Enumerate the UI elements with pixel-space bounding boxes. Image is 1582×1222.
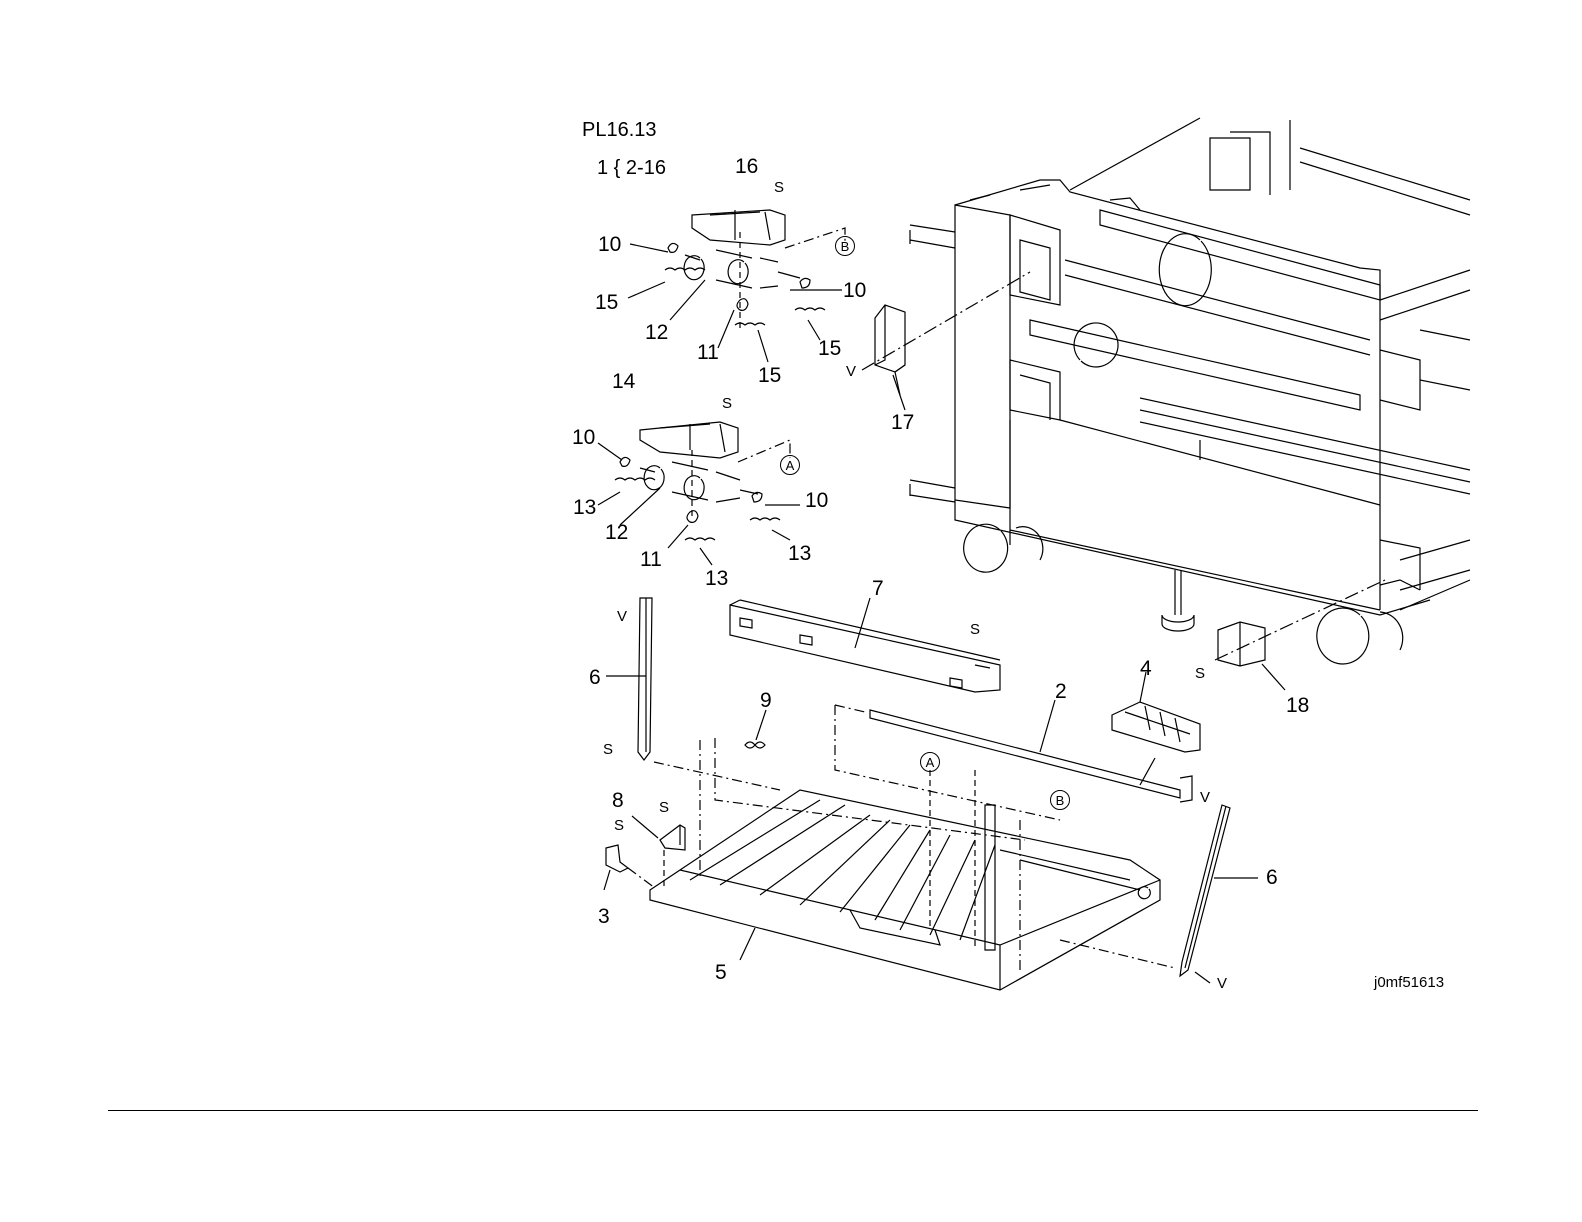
callout-8: 8 <box>612 790 624 811</box>
bracket-18-drawing <box>1215 580 1385 690</box>
assembly-group-label: 1 { 2-16 <box>597 158 666 178</box>
callout-10: 10 <box>572 427 595 448</box>
callout-16: 16 <box>735 156 758 177</box>
callout-13: 13 <box>705 568 728 589</box>
callout-7: 7 <box>872 578 884 599</box>
callout-13: 13 <box>573 497 596 518</box>
callout-2: 2 <box>1055 681 1067 702</box>
callout-15: 15 <box>758 365 781 386</box>
callout-12: 12 <box>605 522 628 543</box>
tray-5-drawing <box>650 770 1175 990</box>
screw-tag: V <box>1217 976 1227 991</box>
callout-9: 9 <box>760 690 772 711</box>
spring-9-drawing <box>700 710 1025 880</box>
callout-5: 5 <box>715 962 727 983</box>
screw-tag-v: S <box>1195 666 1205 681</box>
bracket-17-drawing <box>862 272 1030 410</box>
callout-15: 15 <box>595 292 618 313</box>
screw-tag: S <box>603 742 613 757</box>
callout-6: 6 <box>589 667 601 688</box>
cover-7-drawing <box>730 598 1000 692</box>
reference-mark-b: B <box>1050 790 1070 810</box>
screw-tag: S <box>774 180 784 195</box>
screw-tag-v: V <box>846 364 856 379</box>
screw-tag-v: V <box>617 609 627 624</box>
printer-frame-drawing <box>910 118 1470 664</box>
reference-mark-a: A <box>780 455 800 475</box>
plate-number: PL16.13 <box>582 120 657 140</box>
strap-6-left-drawing <box>606 598 780 790</box>
latch-3-drawing <box>604 845 655 890</box>
strap-6-right-drawing <box>1180 805 1258 983</box>
footer-divider <box>108 1110 1478 1111</box>
callout-10: 10 <box>805 490 828 511</box>
screw-tag: S <box>970 622 980 637</box>
callout-17: 17 <box>891 412 914 433</box>
callout-6: 6 <box>1266 867 1278 888</box>
callout-15: 15 <box>818 338 841 359</box>
roller-assembly-lower-drawing <box>598 422 800 565</box>
callout-4: 4 <box>1140 658 1152 679</box>
screw-tag: S <box>659 800 669 815</box>
callout-3: 3 <box>598 906 610 927</box>
callout-18: 18 <box>1286 695 1309 716</box>
callout-10: 10 <box>598 234 621 255</box>
callout-12: 12 <box>645 322 668 343</box>
screw-tag-v: V <box>1200 790 1210 805</box>
callout-11: 11 <box>640 549 662 570</box>
reference-mark-b: B <box>835 236 855 256</box>
guide-4-drawing <box>1112 672 1200 752</box>
callout-10: 10 <box>843 280 866 301</box>
callout-13: 13 <box>788 543 811 564</box>
callout-11: 11 <box>697 342 719 363</box>
shaft-2-drawing <box>835 700 1192 820</box>
callout-14: 14 <box>612 371 635 392</box>
screw-tag: S <box>614 818 624 833</box>
screw-tag: S <box>722 396 732 411</box>
image-code: j0mf51613 <box>1374 975 1444 990</box>
reference-mark-a: A <box>920 752 940 772</box>
